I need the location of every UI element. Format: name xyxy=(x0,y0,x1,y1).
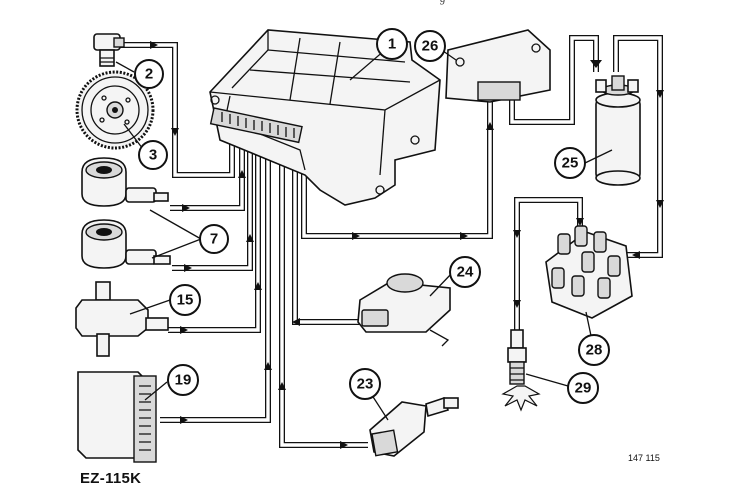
callout-2: 2 xyxy=(134,59,164,89)
ignition-module xyxy=(445,29,551,103)
distributor-cap xyxy=(545,225,633,319)
callout-28: 28 xyxy=(578,334,610,366)
svg-text:24: 24 xyxy=(457,264,474,281)
svg-text:7: 7 xyxy=(210,231,218,248)
svg-text:19: 19 xyxy=(175,372,192,389)
svg-text:2: 2 xyxy=(145,66,153,83)
figure-number: 147 115 xyxy=(628,453,660,463)
ecu-module xyxy=(209,29,441,206)
svg-text:25: 25 xyxy=(562,155,579,172)
svg-text:1: 1 xyxy=(388,36,396,53)
crank-sensor xyxy=(93,33,125,67)
callout-1: 1 xyxy=(376,28,408,60)
callout-7: 7 xyxy=(199,224,229,254)
callout-3: 3 xyxy=(138,140,168,170)
callout-26: 26 xyxy=(414,30,446,62)
callout-15: 15 xyxy=(169,284,201,316)
throttle-switch xyxy=(75,281,169,357)
knock-sensor-upper xyxy=(81,157,169,207)
flywheel xyxy=(75,70,155,150)
signal-arrows xyxy=(150,41,664,449)
svg-text:29: 29 xyxy=(575,380,592,397)
ecu-connector xyxy=(209,107,303,144)
control-unit xyxy=(77,371,157,463)
knock-sensor-lower xyxy=(81,219,171,269)
callout-25: 25 xyxy=(554,147,586,179)
svg-text:3: 3 xyxy=(149,147,157,164)
ignition-coil xyxy=(595,75,641,186)
callout-19: 19 xyxy=(167,364,199,396)
spark-plug xyxy=(501,329,541,412)
model-label: EZ-115K xyxy=(80,470,142,487)
callout-29: 29 xyxy=(567,372,599,404)
header-text-fragment: g xyxy=(440,0,446,5)
callout-23: 23 xyxy=(349,368,381,400)
svg-text:15: 15 xyxy=(177,292,194,309)
svg-text:28: 28 xyxy=(586,342,603,359)
svg-text:23: 23 xyxy=(357,376,374,393)
wiring-harness xyxy=(120,35,664,449)
svg-text:26: 26 xyxy=(422,38,439,55)
temp-sensor xyxy=(369,396,459,457)
callout-24: 24 xyxy=(449,256,481,288)
pressure-sensor xyxy=(357,273,451,347)
